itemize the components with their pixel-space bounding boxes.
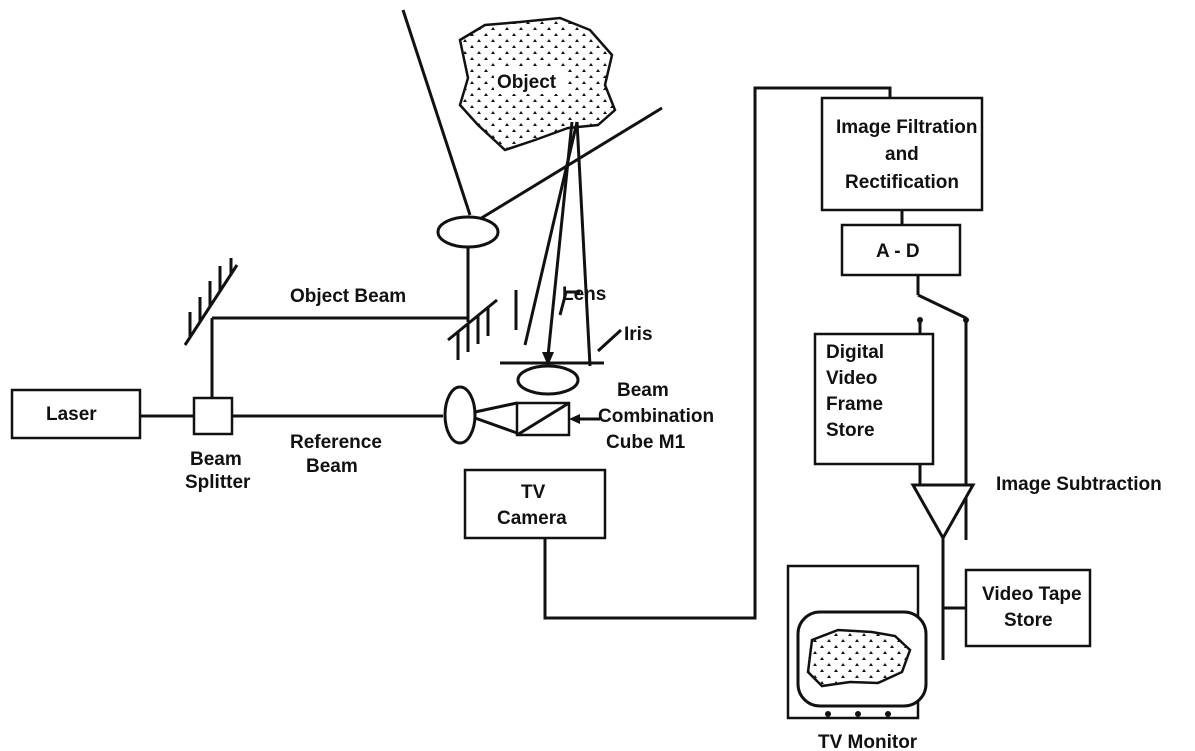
image-filtration-label-2: and [885, 144, 919, 165]
frame-store-label-4: Store [826, 420, 875, 441]
camera-signal-cable [543, 86, 892, 620]
image-filtration-label-1: Image Filtration [836, 117, 977, 138]
object-ray-right [575, 121, 592, 367]
video-tape-label-1: Video Tape [982, 584, 1082, 605]
image-subtraction-label: Image Subtraction [996, 474, 1162, 495]
reference-beam-label-2: Beam [306, 456, 358, 477]
cube-arrow-head [569, 414, 580, 424]
left-mirror [183, 258, 239, 346]
a-d-box [840, 223, 962, 277]
tv-camera-label-1: TV [521, 482, 546, 503]
laser-box [10, 388, 142, 440]
tv-camera-box [463, 468, 607, 540]
tv-camera-label-2: Camera [497, 508, 567, 529]
lens-leader [558, 290, 580, 316]
beam-combination-cube [515, 401, 571, 437]
beam-combination-label-2: Combination [598, 406, 714, 427]
frame-store-label-1: Digital [826, 342, 884, 363]
subtractor-triangle [910, 483, 976, 542]
iris-label: Iris [624, 324, 653, 345]
lens-arrow-head [542, 352, 554, 366]
switch-arm [917, 293, 967, 320]
video-tape-label-2: Store [1004, 610, 1053, 631]
monitor-knob-2 [855, 711, 861, 717]
a-d-label: A - D [876, 241, 920, 262]
object-label-bg [494, 66, 566, 94]
frame-store-box [813, 332, 935, 466]
right-mirror [447, 290, 518, 360]
frame-store-label-2: Video [826, 368, 877, 389]
imaging-lens [516, 364, 580, 396]
monitor-knob-3 [885, 711, 891, 717]
reference-lens [443, 385, 477, 445]
beam-splitter-box [192, 396, 234, 436]
object-ray-center [546, 121, 574, 357]
image-filtration-box [820, 96, 984, 212]
lens-label: Lens [562, 284, 606, 305]
object-label: Object [497, 72, 557, 93]
reference-ray-bottom [474, 416, 518, 435]
beam-splitter-label-2: Splitter [185, 472, 251, 493]
image-filtration-label-3: Rectification [845, 172, 959, 193]
switch-contact-right [963, 317, 969, 323]
beam-splitter-label-1: Beam [190, 449, 242, 470]
reference-beam-label-1: Reference [290, 432, 382, 453]
illumination-lens [436, 215, 500, 249]
tv-monitor-label: TV Monitor [818, 732, 918, 751]
laser-label: Laser [46, 404, 97, 425]
beam-combination-label-3: Cube M1 [606, 432, 686, 453]
illumination-ray [401, 9, 472, 216]
iris-leader [596, 328, 623, 353]
video-tape-store-box [964, 568, 1092, 648]
monitor-knob-1 [825, 711, 831, 717]
switch-contact-left [917, 317, 923, 323]
reference-ray-top [474, 401, 518, 414]
beam-combination-label-1: Beam [617, 380, 669, 401]
frame-store-label-3: Frame [826, 394, 883, 415]
object-beam-label: Object Beam [290, 286, 406, 307]
